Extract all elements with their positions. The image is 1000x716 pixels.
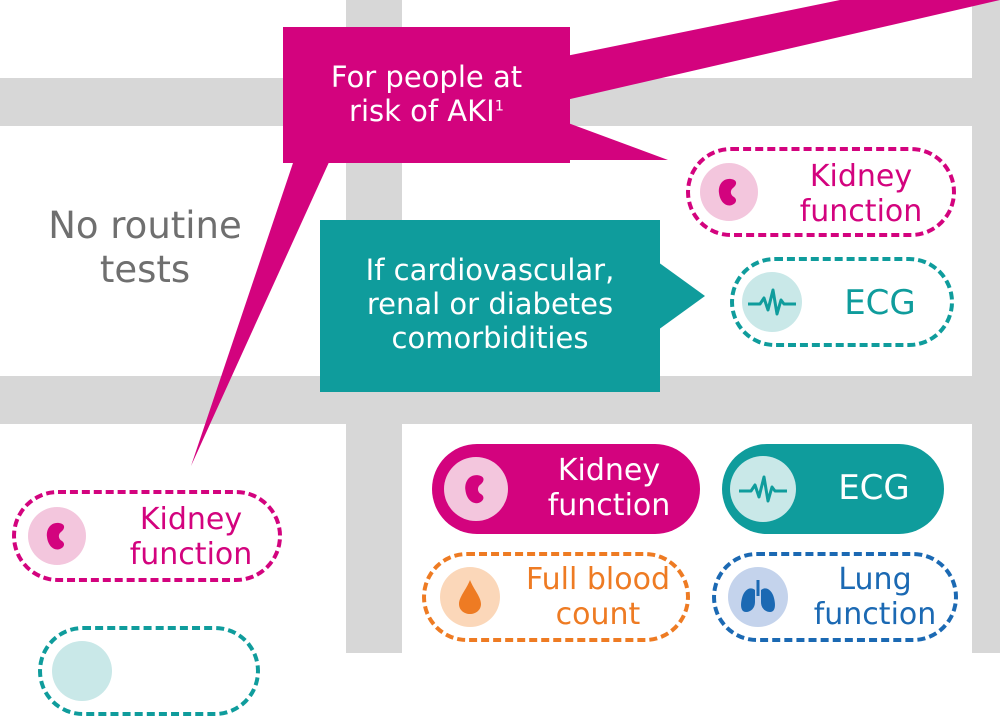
full-blood-count-label: Full blood count — [526, 562, 670, 633]
lungs-icon — [741, 580, 775, 612]
cardio-callout-line3: comorbidities — [391, 321, 589, 356]
kidney-function-pill-solid: Kidney function — [432, 444, 700, 534]
kidney-function-label: Kidney function — [799, 159, 923, 230]
aki-callout-line1: For people at — [330, 60, 523, 94]
ecg-pill-dashed-partial — [38, 626, 260, 716]
ecg-pill-dashed: ECG — [730, 257, 954, 347]
lung-function-pill: Lung function — [712, 552, 958, 642]
kidney-function-label: Kidney function — [129, 502, 253, 573]
cardio-callout-text: If cardiovascular, renal or diabetes com… — [320, 253, 660, 356]
full-blood-count-pill: Full blood count — [422, 552, 690, 642]
kidney-icon-circle — [700, 163, 758, 221]
lung-function-label: Lung function — [813, 562, 937, 633]
kidney-icon — [718, 178, 737, 206]
kidney-function-label: Kidney function — [547, 453, 671, 524]
ecg-pill-solid: ECG — [722, 444, 944, 534]
no-routine-tests-text: No routine tests — [20, 204, 270, 291]
no-routine-line1: No routine — [48, 204, 242, 247]
heartbeat-icon-circle — [742, 272, 802, 332]
heartbeat-icon — [739, 475, 787, 503]
kidney-icon-circle — [444, 457, 508, 521]
cardio-callout-shape — [320, 220, 705, 392]
aki-callout-shape — [191, 0, 1000, 466]
ecg-label: ECG — [838, 468, 910, 508]
footnote-marker: 1 — [494, 98, 504, 115]
kidney-function-pill-dashed: Kidney function — [686, 147, 956, 237]
blood-drop-icon-circle — [440, 567, 500, 627]
heartbeat-icon-circle — [730, 456, 796, 522]
blood-drop-icon — [459, 580, 481, 614]
no-routine-line2: tests — [99, 247, 191, 291]
cardio-callout-line2: renal or diabetes — [366, 287, 614, 322]
ecg-label: ECG — [844, 283, 916, 323]
kidney-icon-circle — [28, 507, 86, 565]
kidney-icon — [465, 475, 484, 504]
aki-callout-text: For people at risk of AKI1 — [283, 60, 570, 128]
heartbeat-icon-circle — [52, 641, 112, 701]
cardio-callout-line1: If cardiovascular, — [365, 253, 615, 287]
kidney-icon — [46, 522, 65, 550]
lungs-icon-circle — [728, 567, 788, 627]
grid-column-band — [972, 0, 1000, 653]
aki-callout-line2: risk of AKI1 — [349, 94, 504, 129]
kidney-function-pill-dashed: Kidney function — [12, 490, 282, 582]
heartbeat-icon — [748, 288, 796, 316]
